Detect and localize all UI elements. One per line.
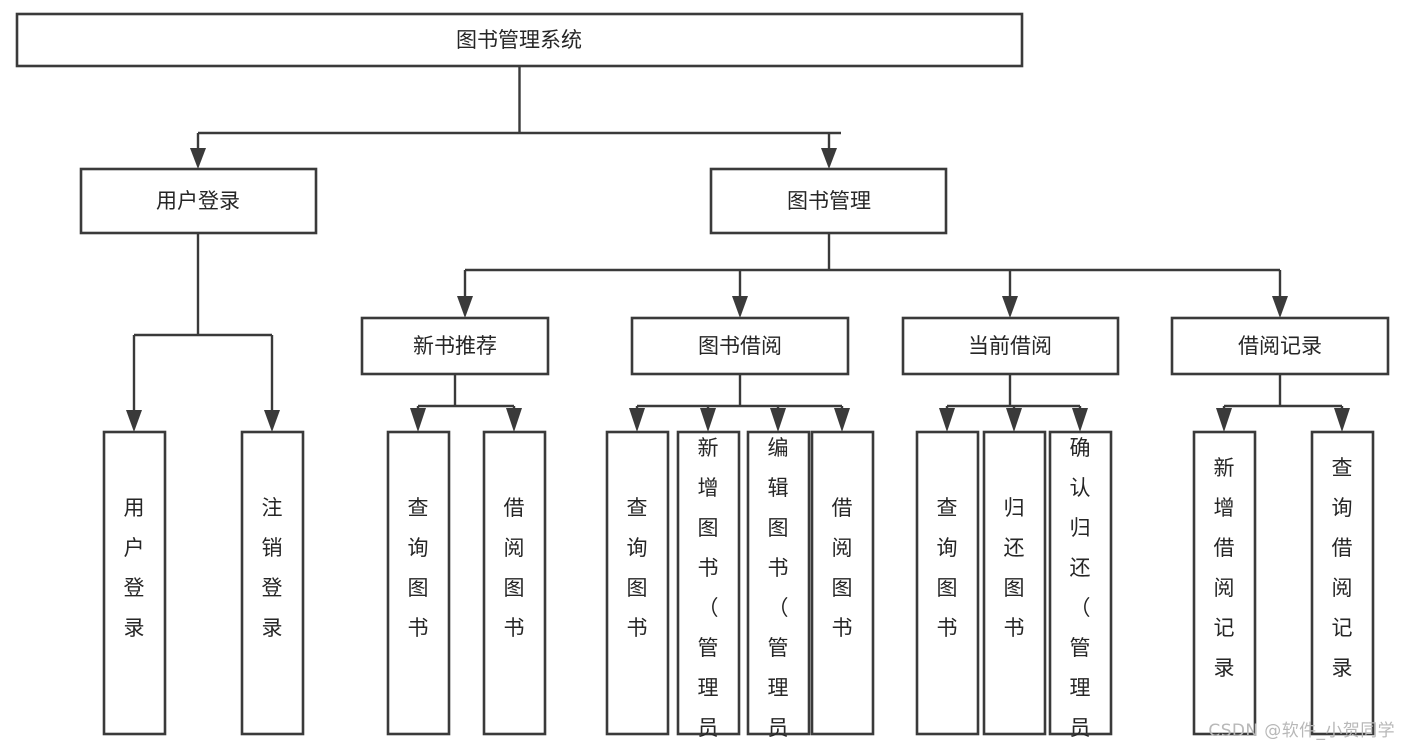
node-leaf-confirm-return[interactable]: 确认归还（管理员） [1048,430,1113,747]
arrow-head-borrow-record [1272,296,1288,318]
node-leaf-user-login-box[interactable] [102,430,167,736]
node-leaf-return-book-label: 归还图书 [1004,496,1025,640]
arrow-head-book-management [821,148,837,169]
arrow-head-leaf-query-book-1 [410,408,426,432]
node-leaf-query-record-box[interactable] [1310,430,1375,736]
arrow-head-leaf-query-book-2 [629,408,645,432]
node-leaf-query-book-3-box[interactable] [915,430,980,736]
node-leaf-query-book-3[interactable]: 查询图书 [915,430,980,736]
node-leaf-query-book-1[interactable]: 查询图书 [386,430,451,736]
node-leaf-logout-login-box[interactable] [240,430,305,736]
arrow-head-leaf-edit-book [770,408,786,432]
node-borrow-record-box[interactable] [1170,316,1390,376]
node-book-borrow[interactable]: 图书借阅 [630,316,850,376]
node-leaf-borrow-book-1-box[interactable] [482,430,547,736]
node-leaf-edit-book-box[interactable] [746,430,811,736]
node-leaf-add-book-label: 新增图书（管理员） [698,436,719,747]
node-book-management-label: 图书管理 [787,189,871,213]
arrow-head-leaf-confirm-return [1072,408,1088,432]
node-leaf-edit-book-label: 编辑图书（管理员） [768,436,789,747]
node-book-management[interactable]: 图书管理 [709,167,948,235]
node-leaf-query-record[interactable]: 查询借阅记录 [1310,430,1375,736]
node-user-login-label: 用户登录 [156,189,240,213]
arrow-head-leaf-borrow-book-2 [834,408,850,432]
node-user-login[interactable]: 用户登录 [79,167,318,235]
node-leaf-query-book-3-label: 查询图书 [937,496,958,640]
node-leaf-query-book-2[interactable]: 查询图书 [605,430,670,736]
node-leaf-confirm-return-box[interactable] [1048,430,1113,736]
arrow-head-leaf-return-book [1006,408,1022,432]
node-root-label: 图书管理系统 [456,28,582,52]
node-leaf-confirm-return-label: 确认归还（管理员） [1070,436,1091,747]
arrow-head-leaf-query-record [1334,408,1350,432]
node-leaf-add-book[interactable]: 新增图书（管理员） [676,430,741,747]
node-book-borrow-box[interactable] [630,316,850,376]
connector-layer [126,66,1350,432]
node-leaf-edit-book[interactable]: 编辑图书（管理员） [746,430,811,747]
node-root-box[interactable] [15,12,1024,68]
node-leaf-borrow-book-2[interactable]: 借阅图书 [810,430,875,736]
node-current-borrow-label: 当前借阅 [968,334,1052,358]
node-leaf-add-record[interactable]: 新增借阅记录 [1192,430,1257,736]
arrow-head-leaf-logout-login [264,410,280,432]
node-leaf-add-book-box[interactable] [676,430,741,736]
node-new-book-recommend-box[interactable] [360,316,550,376]
arrow-head-user-login [190,148,206,169]
node-leaf-query-record-label: 查询借阅记录 [1332,456,1353,680]
node-root[interactable]: 图书管理系统 [15,12,1024,68]
node-book-management-box[interactable] [709,167,948,235]
node-leaf-return-book[interactable]: 归还图书 [982,430,1047,736]
node-current-borrow-box[interactable] [901,316,1120,376]
node-leaf-borrow-book-1-label: 借阅图书 [504,496,525,640]
arrow-head-leaf-borrow-book-1 [506,408,522,432]
node-leaf-user-login[interactable]: 用户登录 [102,430,167,736]
node-user-login-box[interactable] [79,167,318,235]
node-leaf-query-book-1-label: 查询图书 [408,496,429,640]
arrow-head-leaf-user-login [126,410,142,432]
node-leaf-user-login-label: 用户登录 [124,496,145,640]
node-leaf-borrow-book-2-box[interactable] [810,430,875,736]
node-current-borrow[interactable]: 当前借阅 [901,316,1120,376]
node-leaf-logout-login[interactable]: 注销登录 [240,430,305,736]
node-leaf-logout-login-label: 注销登录 [262,496,283,640]
csdn-watermark: CSDN @软件_小贺同学 [1208,721,1395,741]
node-leaf-add-record-label: 新增借阅记录 [1214,456,1235,680]
node-leaf-add-record-box[interactable] [1192,430,1257,736]
node-leaf-query-book-1-box[interactable] [386,430,451,736]
node-leaf-borrow-book-2-label: 借阅图书 [832,496,853,640]
node-new-book-recommend[interactable]: 新书推荐 [360,316,550,376]
node-borrow-record-label: 借阅记录 [1238,334,1322,358]
node-leaf-query-book-2-label: 查询图书 [627,496,648,640]
node-book-borrow-label: 图书借阅 [698,334,782,358]
node-new-book-recommend-label: 新书推荐 [413,334,497,358]
node-leaf-query-book-2-box[interactable] [605,430,670,736]
arrow-head-book-borrow [732,296,748,318]
arrow-head-current-borrow [1002,296,1018,318]
node-borrow-record[interactable]: 借阅记录 [1170,316,1390,376]
node-leaf-return-book-box[interactable] [982,430,1047,736]
arrow-head-new-book-recommend [457,296,473,318]
arrow-head-leaf-add-book [700,408,716,432]
arrow-head-leaf-query-book-3 [939,408,955,432]
arrow-head-leaf-add-record [1216,408,1232,432]
node-leaf-borrow-book-1[interactable]: 借阅图书 [482,430,547,736]
